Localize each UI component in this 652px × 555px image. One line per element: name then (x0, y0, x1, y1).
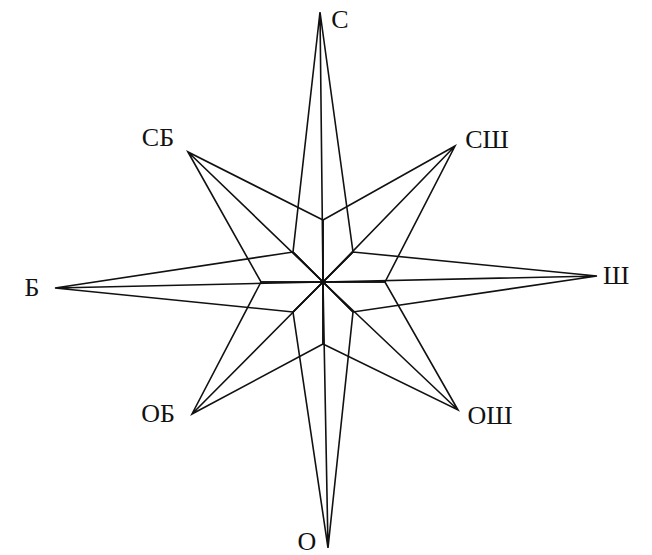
direction-label: С (331, 7, 348, 33)
direction-label: СБ (142, 125, 174, 151)
northwest-arm (188, 152, 323, 282)
direction-label: ОШ (467, 403, 512, 429)
direction-label: СШ (465, 127, 509, 153)
direction-label: ОБ (141, 401, 175, 427)
direction-label: Ш (603, 263, 629, 289)
southwest-arm (192, 282, 323, 414)
southeast-arm (323, 282, 458, 410)
northeast-arm (323, 146, 455, 282)
direction-label: О (298, 529, 317, 555)
direction-label: Б (25, 275, 40, 301)
